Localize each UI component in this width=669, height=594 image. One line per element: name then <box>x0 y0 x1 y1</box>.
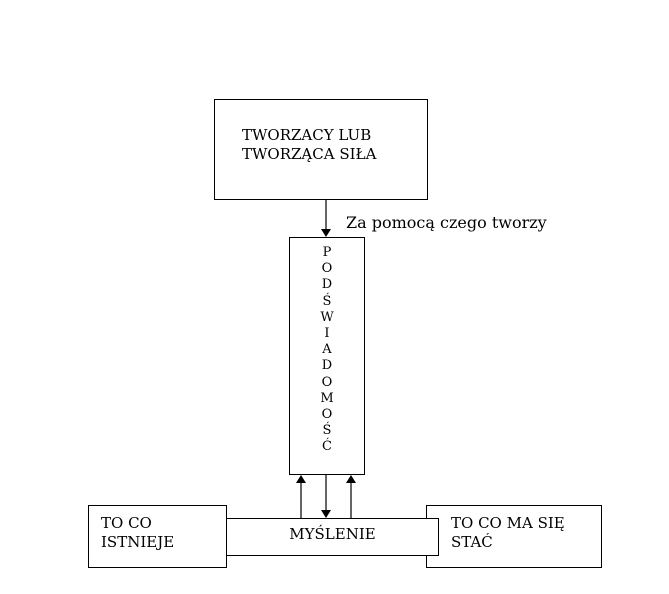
subconscious-letter: O <box>321 261 333 277</box>
subconscious-letter: P <box>322 245 332 260</box>
thinking-box: MYŚLENIE <box>226 518 439 556</box>
subconscious-letter: I <box>324 326 330 342</box>
exists-label-line1: TO CO <box>101 514 152 532</box>
thinking-label: MYŚLENIE <box>289 525 376 543</box>
subconscious-letter: Ć <box>322 439 332 455</box>
exists-label-line2: ISTNIEJE <box>101 533 175 551</box>
subconscious-letter: O <box>321 407 333 423</box>
creator-box: TWORZACY LUB TWORZĄCA SIŁA <box>214 99 428 200</box>
subconscious-letter: Ś <box>322 423 332 439</box>
subconscious-letter: W <box>320 309 334 325</box>
creator-label: TWORZACY LUB TWORZĄCA SIŁA <box>242 126 376 164</box>
future-label: TO CO MA SIĘ STAĆ <box>451 514 565 552</box>
subconscious-letter: M <box>320 390 334 406</box>
future-label-line2: STAĆ <box>451 533 493 551</box>
subconscious-letter: Ś <box>322 293 332 309</box>
creator-label-line1: TWORZACY LUB <box>242 126 372 144</box>
subconscious-letter: D <box>321 358 333 374</box>
future-label-line1: TO CO MA SIĘ <box>451 514 565 532</box>
subconscious-letter: A <box>322 342 332 358</box>
subconscious-letter: D <box>321 277 333 293</box>
creator-label-line2: TWORZĄCA SIŁA <box>242 145 377 163</box>
how-label: Za pomocą czego tworzy <box>346 213 547 232</box>
subconscious-letter: O <box>321 374 333 390</box>
future-box: TO CO MA SIĘ STAĆ <box>426 505 602 568</box>
exists-label: TO CO ISTNIEJE <box>101 514 174 552</box>
